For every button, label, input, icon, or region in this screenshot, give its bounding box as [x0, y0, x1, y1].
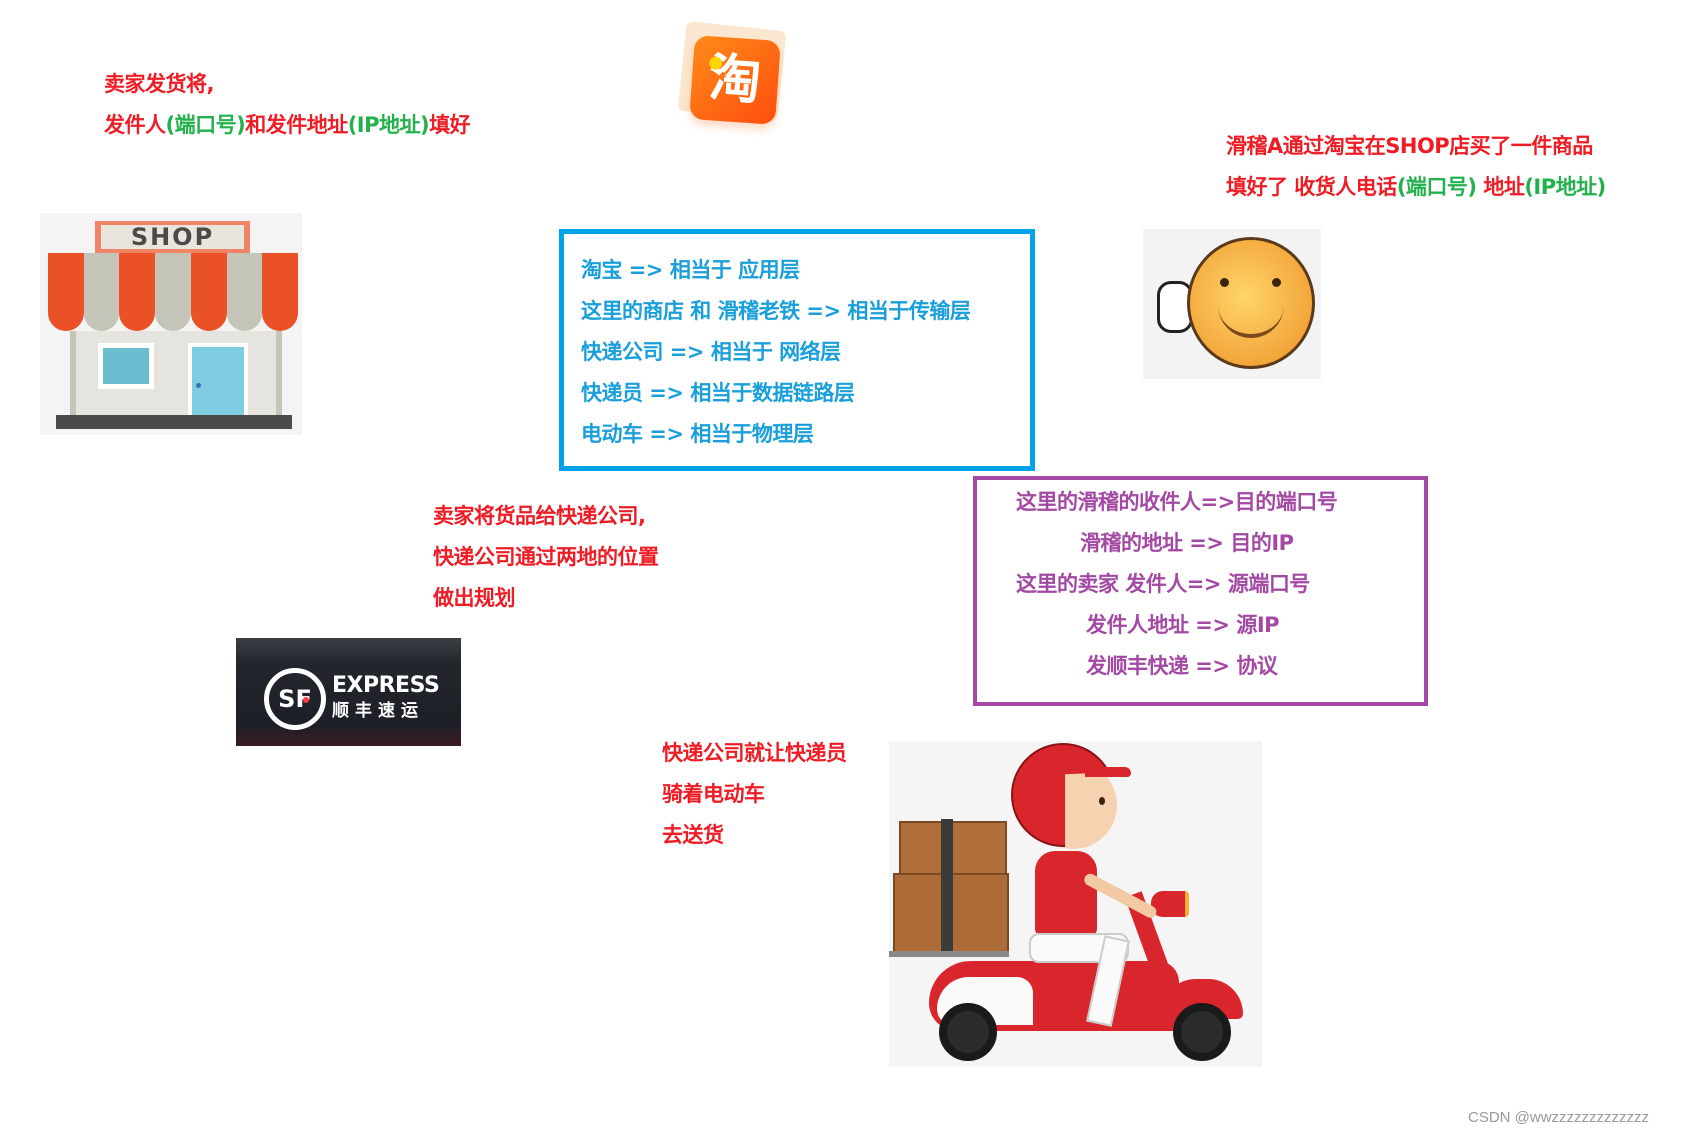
express-note-line: 做出规划 [433, 586, 515, 610]
buyer-note-part: 填好了 收货人电话 [1226, 175, 1397, 199]
buyer-note: 滑稽A通过淘宝在SHOP店买了一件商品 填好了 收货人电话(端口号) 地址(IP… [1226, 126, 1606, 208]
courier-scooter-image [889, 741, 1262, 1067]
seller-note: 卖家发货将, 发件人(端口号)和发件地址(IP地址)填好 [104, 64, 471, 146]
sf-chinese-name: 顺丰速运 [332, 701, 424, 721]
awning-stripe [119, 253, 156, 331]
addressing-line: 这里的滑稽的收件人=>目的端口号 [1016, 490, 1338, 514]
scooter-rack [889, 951, 1009, 957]
awning-stripe [83, 253, 120, 331]
delivery-note-line: 骑着电动车 [662, 782, 765, 806]
addressing-line: 滑稽的地址 => 目的IP [1080, 531, 1294, 555]
awning-stripe [190, 253, 227, 331]
sf-express-image: SF EXPRESS 顺丰速运 [236, 638, 461, 746]
awning-stripe [48, 253, 84, 331]
shop-door-knob [196, 383, 201, 388]
huaji-smiley-image [1143, 229, 1321, 379]
addressing-line: 这里的卖家 发件人=> 源端口号 [1016, 572, 1310, 596]
layer-mapping-line: 快递公司 => 相当于 网络层 [581, 340, 841, 364]
seller-note-part: 发件人 [104, 113, 166, 137]
layer-mapping-line: 淘宝 => 相当于 应用层 [581, 258, 800, 282]
shop-image: SHOP [40, 213, 302, 435]
seller-note-part: (IP地址) [347, 113, 430, 137]
delivery-note-line: 快递公司就让快递员 [662, 741, 847, 765]
layer-mapping-line: 电动车 => 相当于物理层 [581, 422, 814, 446]
parcel-box [899, 821, 1007, 875]
scooter-headlamp [1151, 891, 1189, 917]
shop-door [188, 343, 248, 419]
express-note-line: 快递公司通过两地的位置 [433, 545, 659, 569]
seller-note-part: 和发件地址 [245, 113, 348, 137]
buyer-note-part: (IP地址) [1524, 175, 1606, 199]
delivery-note: 快递公司就让快递员 骑着电动车 去送货 [662, 733, 847, 856]
parcel-strap [941, 819, 953, 955]
taobao-logo-glyph: 淘 [706, 48, 764, 112]
express-note: 卖家将货品给快递公司, 快递公司通过两地的位置 做出规划 [433, 496, 659, 619]
sf-logo-dot [303, 697, 309, 703]
layer-mapping-line: 快递员 => 相当于数据链路层 [581, 381, 855, 405]
buyer-note-line-1: 滑稽A通过淘宝在SHOP店买了一件商品 [1226, 134, 1593, 158]
buyer-note-part: 地址 [1476, 175, 1525, 199]
taobao-logo-tile: 淘 [689, 35, 781, 125]
scooter-rear-wheel [939, 1003, 997, 1061]
layer-mapping-line: 这里的商店 和 滑稽老铁 => 相当于传输层 [581, 299, 971, 323]
layer-mapping-box: 淘宝 => 相当于 应用层 这里的商店 和 滑稽老铁 => 相当于传输层 快递公… [559, 229, 1035, 471]
shop-sign: SHOP [95, 221, 250, 253]
shop-sign-text: SHOP [101, 225, 244, 249]
courier-helmet-visor [1085, 767, 1131, 777]
delivery-note-line: 去送货 [662, 823, 724, 847]
addressing-box: 这里的滑稽的收件人=>目的端口号 滑稽的地址 => 目的IP 这里的卖家 发件人… [973, 476, 1428, 706]
smiley-eye [1220, 278, 1229, 287]
seller-note-part: 填好 [429, 113, 471, 137]
awning-stripe [226, 253, 263, 331]
shop-window [98, 343, 154, 389]
buyer-note-line-2: 填好了 收货人电话(端口号) 地址(IP地址) [1226, 167, 1606, 208]
express-note-line: 卖家将货品给快递公司, [433, 504, 646, 528]
csdn-watermark: CSDN @wwzzzzzzzzzzzzz [1468, 1109, 1650, 1126]
seller-note-line-2: 发件人(端口号)和发件地址(IP地址)填好 [104, 105, 471, 146]
sf-english-name: EXPRESS [332, 673, 440, 698]
awning-stripe [262, 253, 299, 331]
sf-logo: SF [264, 668, 326, 730]
awning-stripe [155, 253, 191, 331]
smiley-mouth [1218, 294, 1284, 338]
smiley-face [1187, 237, 1315, 369]
addressing-line: 发顺丰快递 => 协议 [1086, 654, 1278, 678]
seller-note-line-1: 卖家发货将, [104, 72, 214, 96]
addressing-line: 发件人地址 => 源IP [1086, 613, 1280, 637]
courier-eye [1099, 797, 1105, 805]
courier-torso [1035, 851, 1097, 935]
scooter-front-wheel [1173, 1003, 1231, 1061]
shop-awning [48, 253, 299, 331]
seller-note-part: (端口号) [165, 113, 246, 137]
buyer-note-part: (端口号) [1396, 175, 1477, 199]
smiley-eye [1272, 278, 1281, 287]
taobao-logo-image: 淘 [668, 18, 798, 133]
shop-base [56, 415, 292, 429]
